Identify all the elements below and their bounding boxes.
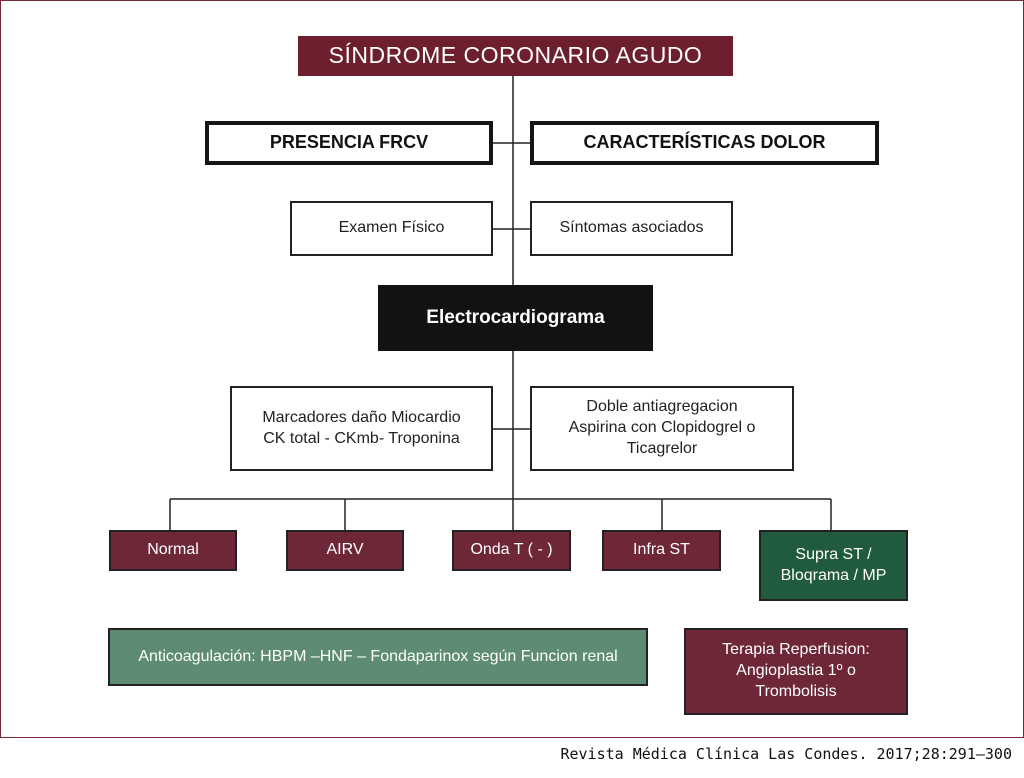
outcome-airv-label: AIRV [326,541,364,559]
outcome-normal-box: Normal [109,530,237,571]
reperfusion-box: Terapia Reperfusion: Angioplastia 1º o T… [684,628,908,715]
reperfusion-line-1: Terapia Reperfusion: [722,641,870,659]
frcv-box: PRESENCIA FRCV [205,121,493,165]
ecg-box: Electrocardiograma [378,285,653,351]
anticoagulation-label: Anticoagulación: HBPM –HNF – Fondaparino… [138,647,618,665]
antiplatelet-line-1: Doble antiagregacion [586,398,738,416]
outcome-supra-st-box: Supra ST / Bloqrama / MP [759,530,908,601]
source-credit: Revista Médica Clínica Las Condes. 2017;… [560,745,1012,763]
antiplatelet-line-2: Aspirina con Clopidogrel o [568,419,756,437]
reperfusion-line-3: Trombolisis [755,682,837,700]
antiplatelet-line-3: Ticagrelor [626,439,698,457]
cardiac-markers-box: Marcadores daño Miocardio CK total - CKm… [230,386,493,471]
physical-exam-label: Examen Físico [338,219,445,237]
physical-exam-box: Examen Físico [290,201,493,256]
outcome-normal-label: Normal [147,541,199,559]
reperfusion-line-2: Angioplastia 1º o [736,662,856,680]
cardiac-markers-line-2: CK total - CKmb- Troponina [263,429,460,447]
outcome-supra-st-line-1: Supra ST / [795,545,872,563]
outcome-onda-t-box: Onda T ( - ) [452,530,571,571]
pain-characteristics-box: CARACTERÍSTICAS DOLOR [530,121,879,165]
antiplatelet-box: Doble antiagregacion Aspirina con Clopid… [530,386,794,471]
anticoagulation-box: Anticoagulación: HBPM –HNF – Fondaparino… [108,628,648,686]
outcome-infra-st-box: Infra ST [602,530,721,571]
associated-symptoms-label: Síntomas asociados [559,219,704,237]
outcome-airv-box: AIRV [286,530,404,571]
title-text: SÍNDROME CORONARIO AGUDO [328,42,703,69]
ecg-label: Electrocardiograma [426,306,605,328]
outcome-supra-st-line-2: Bloqrama / MP [780,566,887,584]
outcome-onda-t-label: Onda T ( - ) [470,541,553,559]
pain-characteristics-label: CARACTERÍSTICAS DOLOR [583,132,826,153]
outcome-infra-st-label: Infra ST [633,541,690,559]
associated-symptoms-box: Síntomas asociados [530,201,733,256]
frcv-label: PRESENCIA FRCV [269,132,429,153]
cardiac-markers-line-1: Marcadores daño Miocardio [262,408,461,426]
title-box: SÍNDROME CORONARIO AGUDO [298,36,733,76]
